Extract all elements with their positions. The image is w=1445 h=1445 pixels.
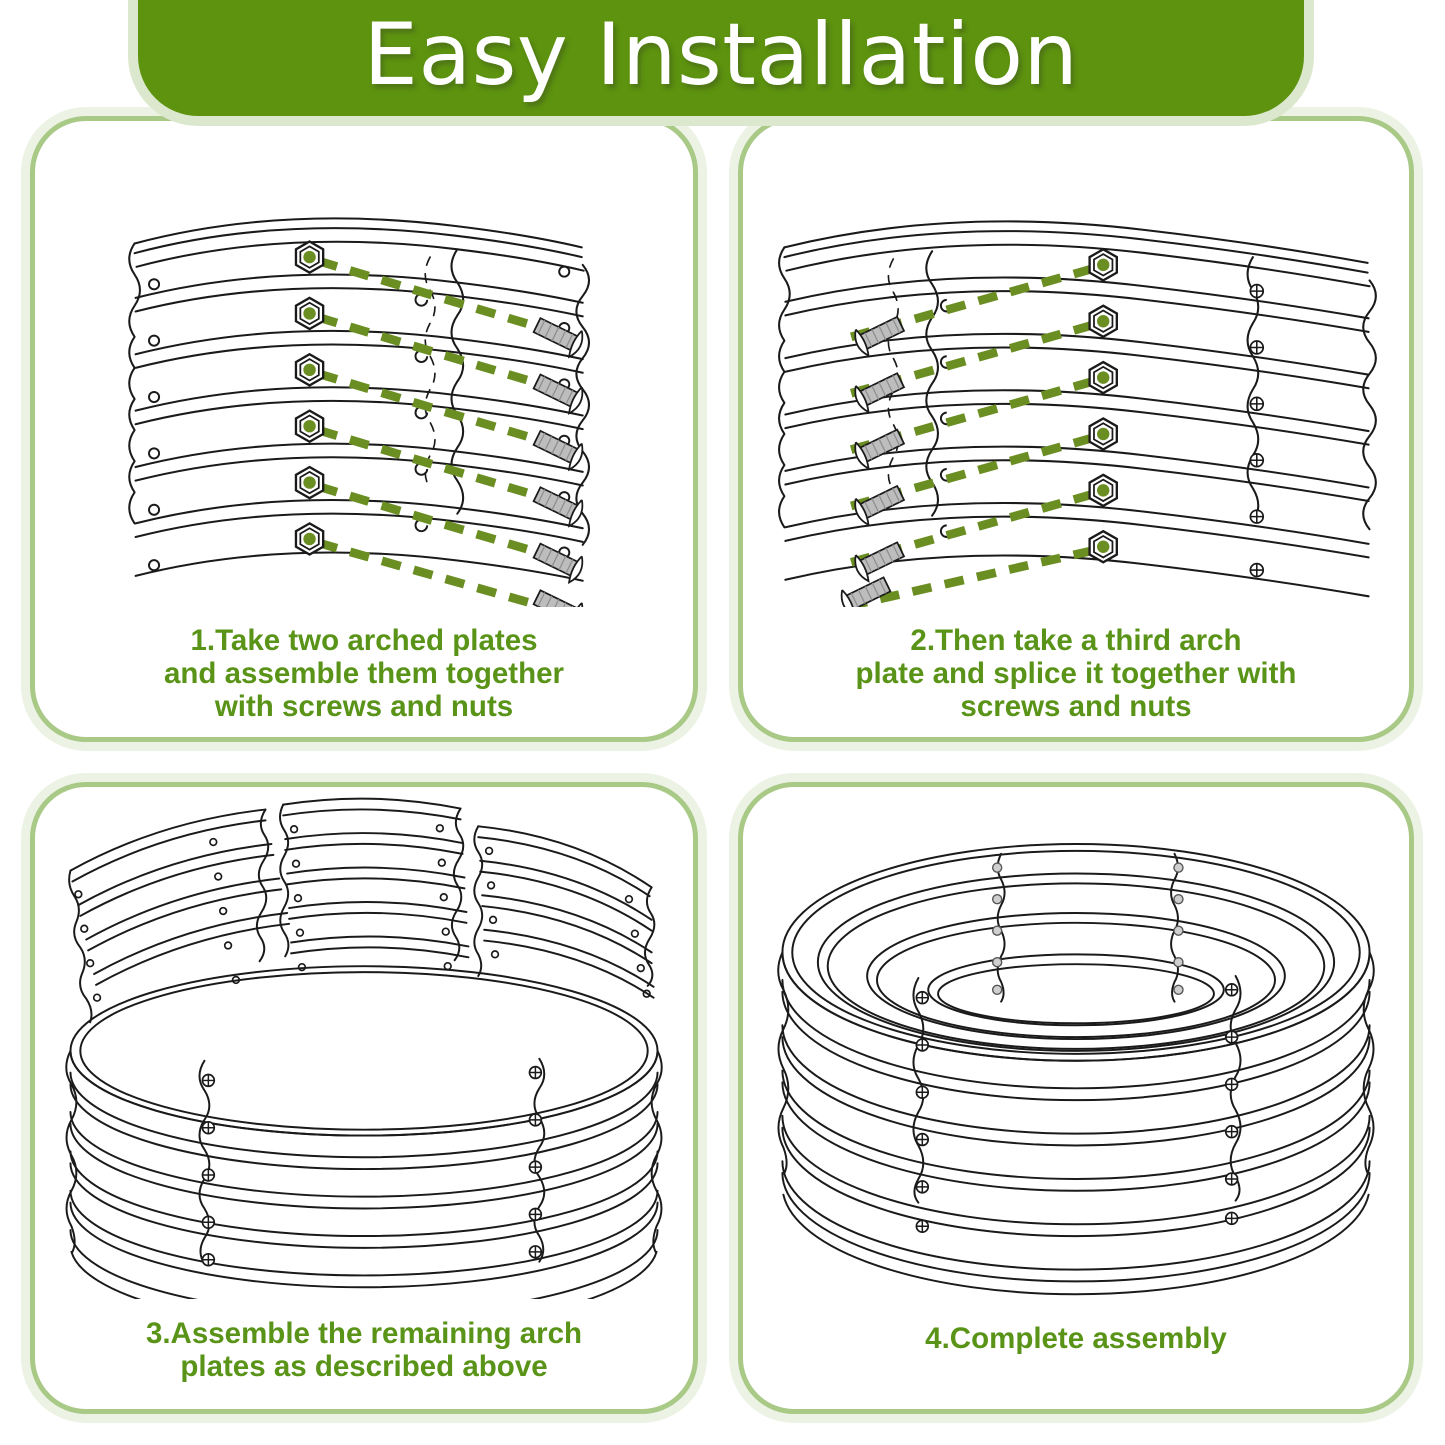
screw-group — [840, 315, 906, 607]
caption-line: 1.Take two arched plates — [190, 623, 538, 657]
screw-head-group — [201, 1065, 543, 1267]
step-panel-4: 4.Complete assembly — [738, 782, 1414, 1414]
step-1-caption: 1.Take two arched plates and assemble th… — [35, 624, 693, 723]
step-4-caption: 4.Complete assembly — [743, 1322, 1409, 1355]
screw-head-group-front-right — [1224, 983, 1239, 1226]
caption-line: screws and nuts — [960, 689, 1192, 723]
caption-line: 3.Assemble the remaining arch — [145, 1316, 583, 1350]
caption-line: with screws and nuts — [214, 689, 514, 723]
step-2-caption: 2.Then take a third arch plate and splic… — [743, 624, 1409, 723]
loose-plate-hole-group — [74, 824, 651, 1002]
caption-line: and assemble them together — [164, 656, 564, 690]
screw-head-group-back — [991, 862, 1184, 996]
step-panel-2: 2.Then take a third arch plate and splic… — [738, 116, 1414, 742]
step-3-illustration — [65, 797, 663, 1299]
caption-line: plate and splice it together with — [855, 656, 1297, 690]
screw-group — [532, 316, 584, 607]
screw-head-group-front-left — [915, 990, 930, 1233]
hex-nut-group — [1088, 247, 1118, 564]
screw-head-group — [1249, 283, 1265, 578]
caption-line: 2.Then take a third arch — [910, 623, 1242, 657]
step-1-illustration — [128, 217, 591, 607]
caption-line: plates as described above — [180, 1349, 548, 1383]
step-3-caption: 3.Assemble the remaining arch plates as … — [35, 1317, 693, 1383]
plate-hole-group — [148, 278, 161, 572]
caption-line: 4.Complete assembly — [925, 1321, 1227, 1355]
header-banner: Easy Installation — [128, 0, 1314, 126]
step-panel-3: 3.Assemble the remaining arch plates as … — [30, 782, 698, 1414]
step-2-illustration — [778, 220, 1377, 607]
hex-nut-group — [294, 240, 325, 556]
assembly-path — [317, 256, 547, 607]
step-panel-1: 1.Take two arched plates and assemble th… — [30, 116, 698, 742]
page-title: Easy Installation — [363, 5, 1079, 105]
step-4-illustration — [777, 843, 1375, 1296]
